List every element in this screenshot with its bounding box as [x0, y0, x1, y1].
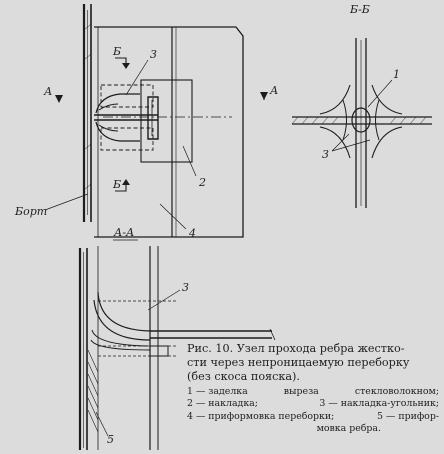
- caption-line: (без скоса пояска).: [187, 370, 300, 383]
- top-view: [44, 4, 268, 238]
- caption-line: сти через непроницаемую переборку: [187, 356, 410, 369]
- label-b-top: Б: [113, 45, 122, 58]
- label-3-bb: 3: [322, 148, 329, 161]
- figure-legend: 1 — заделка выреза стекловолокном; 2 — н…: [187, 386, 439, 436]
- figure-caption: Рис. 10. Узел прохода ребра жестко- сти …: [187, 342, 439, 384]
- label-3-aa: 3: [182, 281, 189, 294]
- label-section-bb: Б-Б: [350, 3, 370, 16]
- legend-text: 4 — приформовка переборки;: [187, 410, 335, 422]
- label-5: 5: [107, 433, 114, 446]
- label-1: 1: [393, 68, 400, 81]
- legend-text: 1 — заделка: [187, 386, 248, 397]
- label-a-right: А: [270, 84, 279, 97]
- caption-line: Рис. 10. Узел прохода ребра жестко-: [187, 342, 405, 355]
- label-a-left: А: [44, 85, 53, 98]
- label-3-top: 3: [150, 48, 157, 61]
- label-section-aa: А-А: [114, 226, 135, 239]
- bulkhead-outline: [94, 26, 244, 238]
- legend-text: выреза: [283, 386, 319, 397]
- label-b-bottom: Б: [113, 178, 122, 191]
- label-4: 4: [189, 227, 196, 240]
- legend-text: стекловолокном;: [354, 386, 439, 397]
- legend-text: 3 — накладка-угольник;: [319, 398, 439, 410]
- legend-text: 5 — прифор-: [377, 410, 439, 422]
- section-bb: [291, 38, 432, 208]
- legend-text: 2 — накладка;: [187, 398, 258, 410]
- label-2: 2: [199, 176, 206, 189]
- cover-plate-2: [140, 79, 193, 163]
- section-aa: [78, 239, 276, 450]
- label-bort: Борт: [15, 205, 48, 218]
- legend-text: мовка ребра.: [316, 423, 381, 435]
